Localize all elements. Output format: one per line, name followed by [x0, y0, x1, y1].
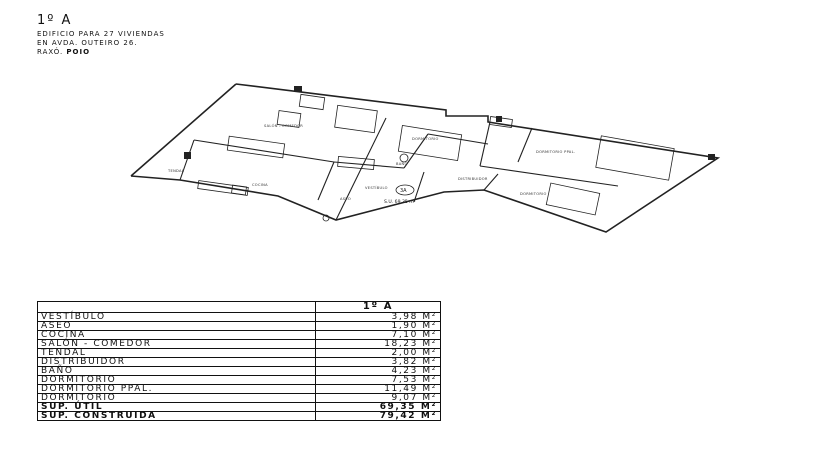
- document-header: 1º A EDIFICIO PARA 27 VIVIENDAS EN AVDA.…: [37, 14, 165, 57]
- label-cocina: COCINA: [252, 183, 268, 187]
- dining-table: [226, 135, 286, 159]
- kitchen-counter: [197, 180, 249, 196]
- label-dormitorio-1: DORMITORIO: [412, 137, 439, 141]
- table-header: 1º A: [315, 301, 441, 313]
- column: [294, 86, 302, 92]
- column: [496, 116, 502, 122]
- toilet: [399, 153, 409, 163]
- sink: [231, 184, 247, 196]
- row-name: DISTRIBUIDOR: [37, 357, 316, 367]
- wall-bedroom3-west: [483, 173, 499, 191]
- total-value: 79,42 m²: [315, 411, 441, 421]
- header-empty-cell: [37, 301, 316, 313]
- unit-title: 1º A: [37, 13, 73, 28]
- bathtub: [337, 156, 375, 170]
- label-dormitorio-ppal: DORMITORIO PPAL.: [536, 150, 575, 154]
- bed-double: [595, 135, 675, 181]
- wall-bedroom-divider: [479, 121, 491, 167]
- wall-distributor: [413, 171, 425, 203]
- useful-area-label: S.U. 69,35 m²: [384, 199, 416, 205]
- unit-tag: [395, 184, 415, 196]
- row-name: VESTÍBULO: [37, 312, 316, 322]
- header-line-3-bold: POIO: [66, 48, 91, 56]
- wall-master-west: [517, 127, 533, 163]
- exterior-wall: [130, 83, 721, 233]
- label-vestibulo: VESTÍBULO: [365, 185, 388, 190]
- column: [184, 152, 191, 159]
- header-line-3-prefix: RAXÓ.: [37, 48, 67, 56]
- wall-bedroom-south: [403, 133, 429, 169]
- label-distribuidor: DISTRIBUIDOR: [458, 177, 488, 181]
- label-salon-comedor: SALÓN - COMEDOR: [264, 123, 303, 128]
- table-header-row: 1º A: [37, 301, 441, 313]
- label-tendal: TENDAL: [167, 169, 184, 173]
- header-line-3: RAXÓ. POIO: [37, 48, 165, 57]
- wall-living-east: [335, 117, 387, 221]
- label-aseo: ASEO: [340, 197, 351, 201]
- unit-code: 3A: [400, 188, 407, 194]
- exterior-wall-west: [130, 83, 237, 177]
- wall-kitchen-west: [179, 139, 195, 181]
- coffee-table: [276, 110, 302, 128]
- aseo-toilet: [322, 214, 330, 222]
- header-line-1: EDIFICIO PARA 27 VIVIENDAS: [37, 30, 165, 38]
- total-name: SUP. CONSTRUIDA: [37, 411, 316, 421]
- armchair-set: [334, 104, 378, 134]
- floor-plan-drawing: SALÓN - COMEDOR DORMITORIO DORMITORIO PP…: [130, 83, 721, 233]
- wall-living-kitchen: [193, 139, 335, 163]
- column: [708, 154, 715, 160]
- wall-corridor: [427, 133, 489, 145]
- bed-single-2: [545, 182, 601, 216]
- header-line-2: EN AVDA. OUTEIRO 26.: [37, 39, 138, 47]
- wall-aseo: [317, 161, 335, 201]
- floor-plan: SALÓN - COMEDOR DORMITORIO DORMITORIO PP…: [128, 82, 728, 242]
- wall-bath-north: [333, 161, 405, 169]
- label-dormitorio-2: DORMITORIO: [520, 192, 547, 196]
- wall-master-south: [479, 165, 619, 187]
- bed-single: [397, 125, 463, 161]
- label-bano: BAÑO: [396, 161, 408, 166]
- sofa: [298, 93, 326, 111]
